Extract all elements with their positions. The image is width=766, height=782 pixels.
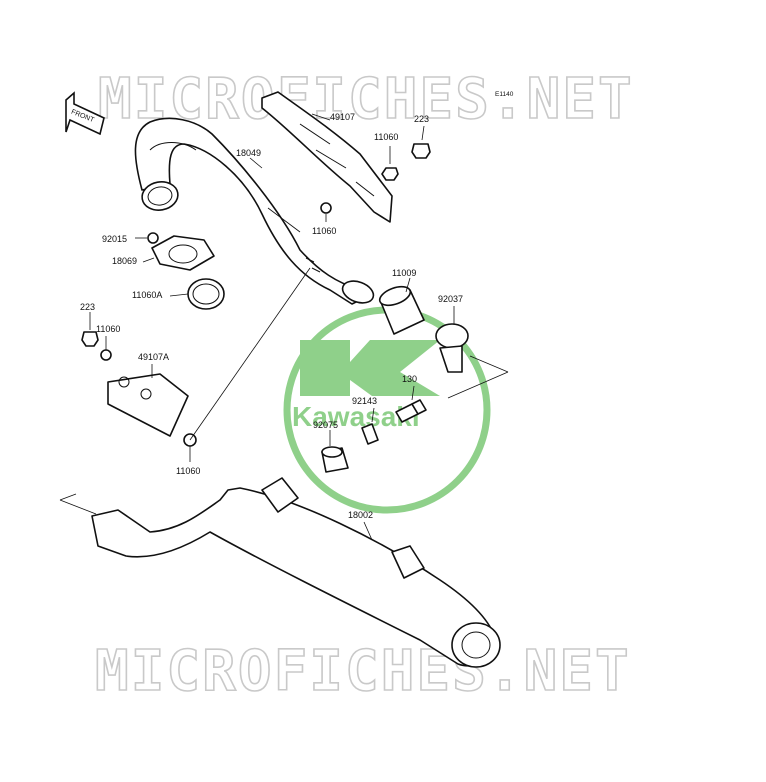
flange-gasket xyxy=(151,235,215,271)
label-92015: 92015 xyxy=(102,234,127,244)
hardware-small xyxy=(81,143,431,447)
label-92037: 92037 xyxy=(438,294,463,304)
label-49107A: 49107A xyxy=(138,352,169,362)
label-18069: 18069 xyxy=(112,256,137,266)
label-18049: 18049 xyxy=(236,148,261,158)
label-11009: 11009 xyxy=(392,268,416,278)
label-18002: 18002 xyxy=(348,510,373,520)
label-223-top: 223 xyxy=(414,114,429,124)
label-92143: 92143 xyxy=(352,396,377,406)
label-11060-mid: 11060 xyxy=(312,226,336,236)
label-223-left: 223 xyxy=(80,302,95,312)
connector-sleeve xyxy=(378,285,425,335)
heat-guard-lower xyxy=(107,373,189,437)
exhaust-clamp xyxy=(435,323,469,373)
part-labels: 18049 49107 11060 223 11060 92015 18069 … xyxy=(80,112,463,520)
label-49107: 49107 xyxy=(330,112,355,122)
rubber-damper xyxy=(321,446,349,473)
kawasaki-k-mark xyxy=(300,340,440,396)
label-11060-bottom: 11060 xyxy=(176,466,200,476)
collar xyxy=(361,423,379,445)
front-arrow-icon: FRONT xyxy=(65,91,105,136)
heat-guard-upper xyxy=(261,91,393,223)
label-11060-left: 11060 xyxy=(96,324,120,334)
leader-lines xyxy=(89,113,509,541)
label-11060-top: 11060 xyxy=(374,132,398,142)
bolt xyxy=(395,399,427,423)
muffler xyxy=(59,477,501,668)
watermark-bottom: MICROFICHES.NET xyxy=(95,639,631,704)
diagram-code: E1140 xyxy=(495,91,514,98)
head-pipe xyxy=(134,117,375,305)
label-11060A: 11060A xyxy=(132,290,162,300)
label-92075: 92075 xyxy=(313,420,338,430)
label-130: 130 xyxy=(402,374,417,384)
